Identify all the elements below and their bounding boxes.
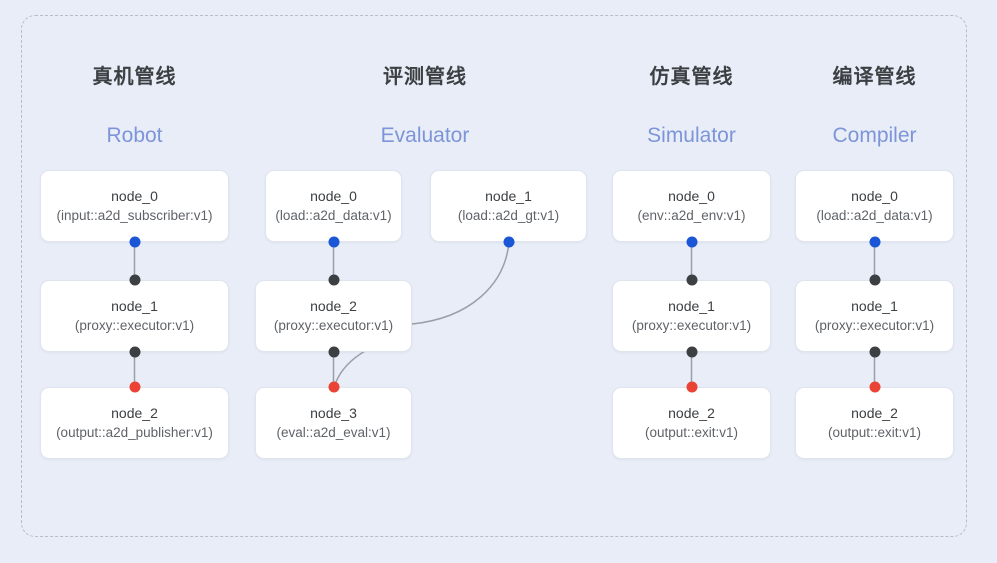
port-input-sim-node-2[interactable]	[686, 381, 697, 393]
node-spec: (env::a2d_env:v1)	[637, 208, 746, 223]
node-spec: (load::a2d_data:v1)	[275, 208, 392, 223]
port-output-robot-node-1[interactable]	[129, 346, 140, 358]
node-comp-node-2[interactable]: node_2 (output::exit:v1)	[795, 387, 954, 459]
port-output-sim-node-0[interactable]	[686, 236, 697, 248]
edge-eval-executor-to-eval	[333, 350, 366, 387]
node-spec: (proxy::executor:v1)	[74, 318, 195, 333]
column-subtitle-compiler: Compiler	[832, 124, 917, 147]
node-name: node_2	[851, 405, 898, 421]
column-subtitle-simulator: Simulator	[647, 124, 736, 147]
node-robot-node-0[interactable]: node_0 (input::a2d_subscriber:v1)	[40, 170, 229, 242]
node-eval-node-0[interactable]: node_0 (load::a2d_data:v1)	[265, 170, 402, 242]
column-subtitle-robot: Robot	[106, 124, 163, 147]
node-eval-node-3[interactable]: node_3 (eval::a2d_eval:v1)	[255, 387, 412, 459]
port-output-sim-node-1[interactable]	[686, 346, 697, 358]
node-robot-node-1[interactable]: node_1 (proxy::executor:v1)	[40, 280, 229, 352]
node-name: node_1	[485, 188, 532, 204]
column-title-compiler: 编译管线	[832, 66, 917, 88]
node-name: node_0	[851, 188, 898, 204]
node-eval-node-1[interactable]: node_1 (load::a2d_gt:v1)	[430, 170, 587, 242]
port-input-robot-node-1[interactable]	[129, 274, 140, 286]
node-name: node_2	[668, 405, 715, 421]
node-name: node_0	[111, 188, 158, 204]
node-name: node_0	[310, 188, 357, 204]
node-sim-node-2[interactable]: node_2 (output::exit:v1)	[612, 387, 771, 459]
node-spec: (proxy::executor:v1)	[273, 318, 394, 333]
node-spec: (output::a2d_publisher:v1)	[56, 425, 213, 440]
node-sim-node-0[interactable]: node_0 (env::a2d_env:v1)	[612, 170, 771, 242]
node-name: node_1	[111, 298, 158, 314]
port-input-comp-node-2[interactable]	[869, 381, 880, 393]
node-name: node_2	[310, 298, 357, 314]
column-subtitle-evaluator: Evaluator	[380, 124, 470, 147]
node-sim-node-1[interactable]: node_1 (proxy::executor:v1)	[612, 280, 771, 352]
port-input-sim-node-1[interactable]	[686, 274, 697, 286]
node-eval-node-2[interactable]: node_2 (proxy::executor:v1)	[255, 280, 412, 352]
node-spec: (proxy::executor:v1)	[631, 318, 752, 333]
port-input-eval-node-3[interactable]	[328, 381, 339, 393]
port-input-robot-node-2[interactable]	[129, 381, 140, 393]
node-robot-node-2[interactable]: node_2 (output::a2d_publisher:v1)	[40, 387, 229, 459]
node-name: node_3	[310, 405, 357, 421]
node-spec: (output::exit:v1)	[827, 425, 922, 440]
node-spec: (eval::a2d_eval:v1)	[276, 425, 391, 440]
column-title-robot: 真机管线	[92, 66, 177, 88]
node-spec: (output::exit:v1)	[644, 425, 739, 440]
column-title-evaluator: 评测管线	[383, 66, 467, 88]
node-spec: (load::a2d_data:v1)	[816, 208, 933, 223]
node-name: node_2	[111, 405, 158, 421]
node-spec: (proxy::executor:v1)	[814, 318, 935, 333]
edge-eval-gt-to-executor	[411, 241, 510, 325]
port-output-eval-node-0[interactable]	[328, 236, 339, 248]
port-output-comp-node-1[interactable]	[869, 346, 880, 358]
node-name: node_1	[668, 298, 715, 314]
node-spec: (load::a2d_gt:v1)	[457, 208, 560, 223]
node-spec: (input::a2d_subscriber:v1)	[56, 208, 213, 223]
port-output-eval-node-2[interactable]	[328, 346, 339, 358]
port-output-comp-node-0[interactable]	[869, 236, 880, 248]
node-comp-node-1[interactable]: node_1 (proxy::executor:v1)	[795, 280, 954, 352]
port-output-robot-node-0[interactable]	[129, 236, 140, 248]
node-comp-node-0[interactable]: node_0 (load::a2d_data:v1)	[795, 170, 954, 242]
port-input-comp-node-1[interactable]	[869, 274, 880, 286]
column-title-simulator: 仿真管线	[649, 66, 734, 88]
node-name: node_0	[668, 188, 715, 204]
port-input-eval-node-2[interactable]	[328, 274, 339, 286]
node-name: node_1	[851, 298, 898, 314]
port-output-eval-node-1[interactable]	[503, 236, 515, 248]
